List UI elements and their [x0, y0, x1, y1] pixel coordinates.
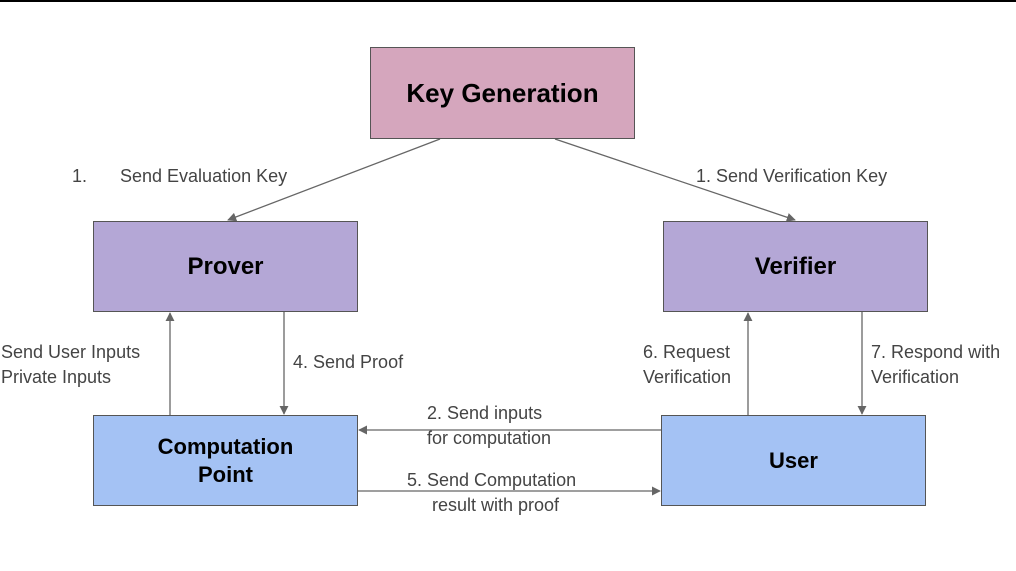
node-label: Verifier [754, 252, 837, 280]
edge-label-line: for computation [427, 428, 552, 448]
edge-label-line: result with proof [432, 495, 560, 515]
node-label: Key Generation [406, 78, 599, 108]
edge-label-send-verification-key: 1. Send Verification Key [696, 164, 887, 189]
top-border [0, 0, 1016, 2]
edge-label-line: Private Inputs [1, 367, 112, 387]
edge-label-line: 4. Send Proof [293, 352, 404, 372]
edge-label-send-computation-result: 5. Send Computation result with proof [407, 468, 576, 518]
node-computation-point: Computation Point [93, 415, 358, 506]
node-label: Computation [157, 433, 294, 459]
edge-label-line: 2. Send inputs [427, 403, 543, 423]
edge-label-respond-with-verification: 7. Respond with Verification [871, 340, 1000, 390]
edge-label-line: Verification [643, 367, 732, 387]
edge-keygen-to-verifier [554, 138, 796, 222]
edge-keygen-to-prover [227, 138, 441, 222]
edge-label-send-user-inputs: Send User Inputs Private Inputs [1, 340, 140, 390]
edge-label-send-proof: 4. Send Proof [293, 350, 403, 375]
edge-label-line: 6. Request [643, 342, 731, 362]
node-key-generation: Key Generation [370, 47, 635, 139]
edge-label-send-inputs-for-computation: 2. Send inputs for computation [427, 401, 551, 451]
edge-label-line: 1. [72, 166, 88, 186]
edge-label-send-evaluation-key: Send Evaluation Key [120, 164, 287, 189]
node-label: Prover [187, 252, 264, 280]
edge-label-line: Verification [871, 367, 960, 387]
edge-label-line: 5. Send Computation [407, 470, 577, 490]
edge-label-line: Send User Inputs [1, 342, 141, 362]
node-prover: Prover [93, 221, 358, 312]
edge-label-line: Send Evaluation Key [120, 166, 288, 186]
edge-label-line: 7. Respond with [871, 342, 1001, 362]
node-user: User [661, 415, 926, 506]
node-verifier: Verifier [663, 221, 928, 312]
edge-label-request-verification: 6. Request Verification [643, 340, 731, 390]
edge-label-line: 1. Send Verification Key [696, 166, 888, 186]
node-label: User [769, 447, 818, 473]
edge-label-send-evaluation-key-number: 1. [72, 164, 87, 189]
node-label: Point [198, 461, 253, 487]
